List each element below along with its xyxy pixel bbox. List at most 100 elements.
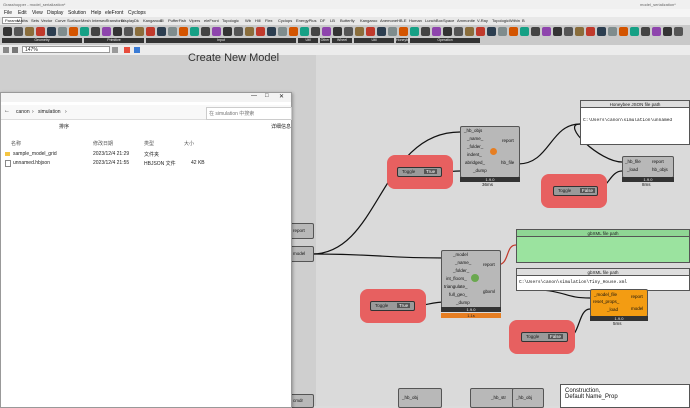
hb-model-to-gbxml-component[interactable]: _model _name_ _folder_ int_floors_ trian… [441,250,501,309]
tab-transform[interactable]: Transform [106,18,125,23]
tab-display[interactable]: Display [121,18,135,23]
ribbon-component-icon[interactable] [212,27,221,36]
save-icon[interactable] [12,47,18,53]
ribbon-component-icon[interactable] [333,27,342,36]
ribbon-component-icon[interactable] [575,27,584,36]
ribbon-component-icon[interactable] [553,27,562,36]
tab-maths[interactable]: Maths [17,18,28,23]
tab-pufferfish[interactable]: PufferFish [168,18,187,23]
ribbon-component-icon[interactable] [509,27,518,36]
ribbon-component-icon[interactable] [300,27,309,36]
tab-wb[interactable]: Wb [245,18,251,23]
tab-vector[interactable]: Vector [41,18,53,23]
ribbon-component-icon[interactable] [223,27,232,36]
tab-energyplus[interactable]: EnergyPlus [296,18,317,23]
bottom-component-2[interactable]: _hb_str [470,388,514,408]
ribbon-component-icon[interactable] [520,27,529,36]
ribbon-component-icon[interactable] [608,27,617,36]
ribbon-component-icon[interactable] [564,27,573,36]
display-mode-icon[interactable] [134,47,140,53]
ribbon-component-icon[interactable] [432,27,441,36]
tab-cyclops[interactable]: Cyclops [278,18,293,23]
menu-file[interactable]: File [4,10,13,16]
ribbon-component-icon[interactable] [256,27,265,36]
ribbon-component-icon[interactable] [113,27,122,36]
ribbon-component-icon[interactable] [443,27,452,36]
ribbon-component-icon[interactable] [80,27,89,36]
ribbon-component-icon[interactable] [190,27,199,36]
ribbon-component-icon[interactable] [652,27,661,36]
tab-space[interactable]: Space [443,18,455,23]
ribbon-component-icon[interactable] [245,27,254,36]
maximize-icon[interactable]: □ [265,93,269,99]
tab-dk[interactable]: Dk [134,18,139,23]
tab-b[interactable]: B [522,18,525,23]
tab-params[interactable]: Params [2,17,22,24]
boolean-toggle-dump[interactable]: Toggle True [397,167,442,177]
ribbon-component-icon[interactable] [476,27,485,36]
ribbon-component-icon[interactable] [311,27,320,36]
comment-panel[interactable]: Construction, Default Name_Prop [560,384,690,408]
ribbon-component-icon[interactable] [498,27,507,36]
upstream-report-port[interactable]: report [290,223,314,239]
zoom-dropdown-icon[interactable] [112,47,118,53]
menu-elefront[interactable]: eleFront [105,10,124,16]
tab-hill[interactable]: Hill [255,18,261,23]
zoom-field[interactable]: 147% [22,46,110,53]
gbxml-green-panel[interactable] [516,236,690,263]
tab-anemone[interactable]: Anemone [380,18,398,23]
ribbon-component-icon[interactable] [234,27,243,36]
ribbon-component-icon[interactable] [542,27,551,36]
preview-icon[interactable] [124,47,130,53]
menu-view[interactable]: View [32,10,43,16]
ribbon-component-icon[interactable] [322,27,331,36]
ribbon-component-icon[interactable] [278,27,287,36]
ribbon-component-icon[interactable] [630,27,639,36]
ribbon-component-icon[interactable] [531,27,540,36]
explorer-search-input[interactable] [206,107,292,120]
ribbon-component-icon[interactable] [91,27,100,36]
col-type[interactable]: 类型 [144,141,155,147]
ribbon-component-icon[interactable] [157,27,166,36]
col-size[interactable]: 大小 [184,141,195,147]
ribbon-component-icon[interactable] [124,27,133,36]
tab-curve[interactable]: Curve [55,18,66,23]
tab-sets[interactable]: Sets [31,18,40,23]
tab-intersect[interactable]: Intersect [92,18,108,23]
ribbon-component-icon[interactable] [267,27,276,36]
file-explorer-window[interactable]: — □ ✕ ← canon › simulation › 排序 详细信息 名称 … [0,92,292,408]
ribbon-component-icon[interactable] [465,27,474,36]
ribbon-component-icon[interactable] [366,27,375,36]
ribbon-component-icon[interactable] [289,27,298,36]
tab-ki[interactable]: Ki [160,18,164,23]
boolean-toggle-load[interactable]: Toggle False [553,186,598,196]
col-date[interactable]: 修改日期 [93,141,114,147]
sort-button[interactable]: 排序 [59,124,70,130]
ribbon-component-icon[interactable] [377,27,386,36]
ribbon-component-icon[interactable] [58,27,67,36]
menu-help[interactable]: Help [91,10,102,16]
ribbon-component-icon[interactable] [36,27,45,36]
ribbon-component-icon[interactable] [586,27,595,36]
tab-vipers[interactable]: Vipers [189,18,201,23]
tab-lb[interactable]: LB [330,18,335,23]
ribbon-component-icon[interactable] [388,27,397,36]
menu-display[interactable]: Display [47,10,64,16]
menu-edit[interactable]: Edit [18,10,27,16]
tab-surface[interactable]: Surface [67,18,81,23]
minimize-icon[interactable]: — [251,93,257,99]
ribbon-component-icon[interactable] [135,27,144,36]
tab-df[interactable]: DF [320,18,326,23]
hb-model-file-load-component[interactable]: _model_file reset_props_ _load report mo… [590,289,648,317]
close-icon[interactable]: ✕ [279,94,285,100]
ribbon-component-icon[interactable] [641,27,650,36]
tab-topologic[interactable]: Topologic [222,18,239,23]
tab-butterfly[interactable]: Butterfly [340,18,355,23]
path-segment-canon[interactable]: canon [16,109,30,115]
ribbon-component-icon[interactable] [421,27,430,36]
ribbon-component-icon[interactable] [3,27,12,36]
boolean-toggle-gbxml[interactable]: Toggle True [370,301,415,311]
ribbon-component-icon[interactable] [674,27,683,36]
tab-mesh[interactable]: Mesh [81,18,91,23]
tab-vray[interactable]: V-Ray [477,18,488,23]
